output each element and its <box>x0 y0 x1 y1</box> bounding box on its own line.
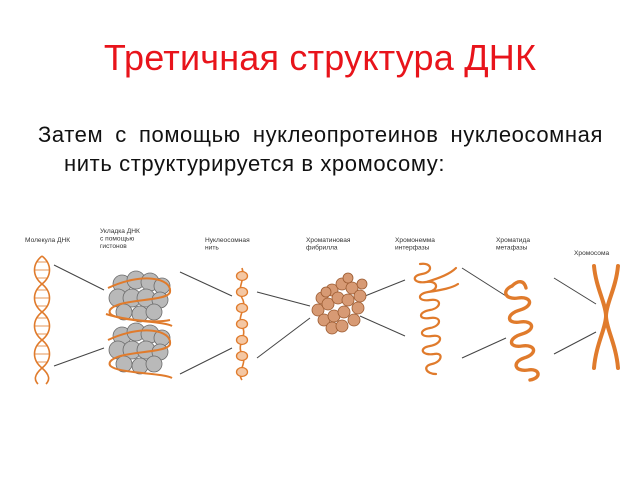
stage-label-chromatin-fibril: Хроматиновая фибрилла <box>306 237 352 252</box>
stage-label-chromosome: Хромосома <box>574 250 610 257</box>
stage-label-interphase-chromonema: Хромонемма интерфазы <box>395 237 437 252</box>
chromosome-icon <box>592 264 620 370</box>
diagram-canvas: Молекула ДНК Укладка ДНК с помощью гисто… <box>25 228 620 385</box>
connector-line <box>553 331 597 355</box>
connector-line <box>461 337 507 359</box>
connector-line <box>461 267 507 297</box>
connector-line <box>359 279 406 299</box>
stage-connectors <box>53 264 597 375</box>
dna-strand-b <box>33 255 51 385</box>
dna-strand-a <box>33 255 51 385</box>
connector-line <box>53 264 105 291</box>
histone-packing-icon <box>105 270 173 379</box>
stage-label-metaphase-chromatid: Хроматида метафазы <box>496 237 532 252</box>
nucleosome-thread-icon <box>235 267 249 381</box>
dna-helix-icon <box>33 255 51 385</box>
histone-wrapping-strand <box>105 277 173 379</box>
stage-labels: Молекула ДНК Укладка ДНК с помощью гисто… <box>25 228 610 257</box>
connector-line <box>359 315 406 337</box>
body-text-block: Затем с помощью нуклеопротеинов нуклеосо… <box>38 120 603 178</box>
connector-line <box>179 347 233 375</box>
chromonema-coil-icon <box>413 262 460 376</box>
body-text: Затем с помощью нуклеопротеинов нуклеосо… <box>38 122 603 176</box>
chromatid-coil-icon <box>504 280 540 382</box>
stage-label-dna-molecule: Молекула ДНК <box>25 237 70 244</box>
slide-title: Третичная структура ДНК <box>103 37 537 78</box>
stage-label-histone-packing: Укладка ДНК с помощью гистонов <box>100 228 142 250</box>
nucleosome-beads <box>235 270 249 378</box>
connector-line <box>553 277 597 305</box>
connector-line <box>256 317 311 359</box>
dna-packaging-diagram: Молекула ДНК Укладка ДНК с помощью гисто… <box>22 228 622 388</box>
dna-base-pairs <box>35 261 49 363</box>
chromatin-fibril-icon <box>311 272 368 335</box>
connector-line <box>256 291 311 307</box>
connector-line <box>53 347 105 367</box>
connector-line <box>179 271 233 297</box>
stage-label-nucleosome-thread: Нуклеосомная нить <box>205 237 252 252</box>
